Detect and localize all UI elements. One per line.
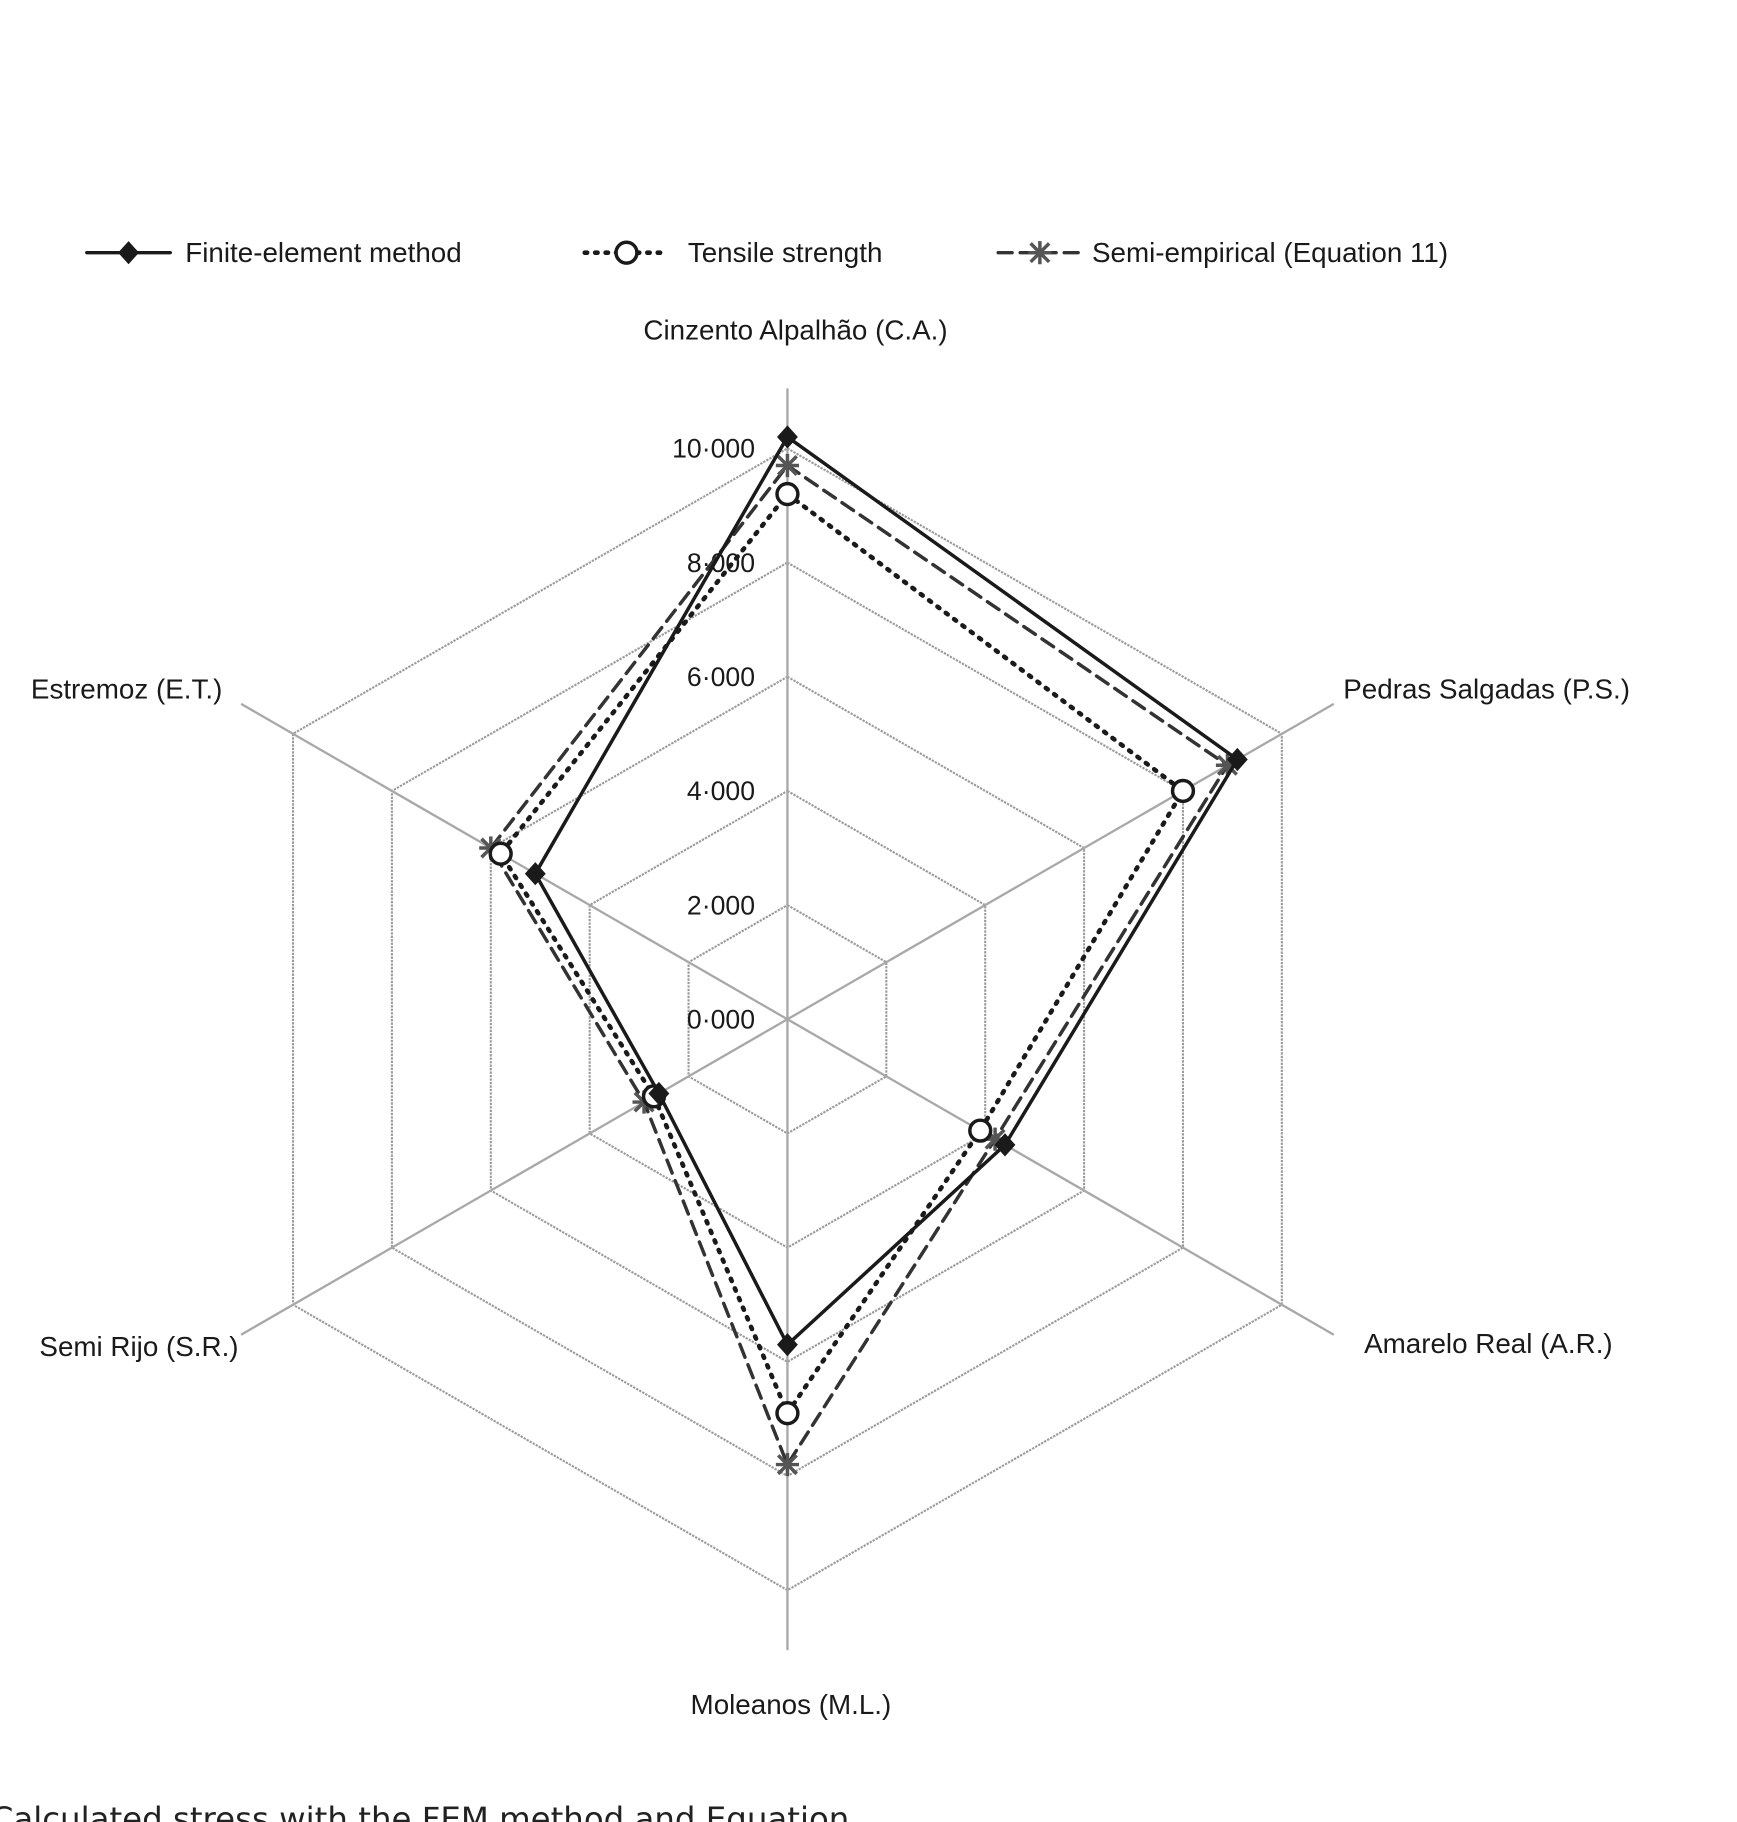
category-label: Amarelo Real (A.R.) xyxy=(1364,1328,1613,1359)
diamond-marker xyxy=(524,862,546,886)
circle-marker xyxy=(775,1401,800,1426)
series-dotted xyxy=(488,481,1196,1426)
diamond-marker xyxy=(994,1133,1016,1157)
series-line xyxy=(488,463,1230,1469)
circle-marker xyxy=(1170,778,1196,804)
legend-label: Tensile strength xyxy=(688,237,883,268)
legend-item: Tensile strength xyxy=(582,237,883,268)
legend-label: Finite-element method xyxy=(185,237,461,268)
axis-line xyxy=(240,1018,789,1336)
category-labels: Cinzento Alpalhão (C.A.) Pedras Salgadas … xyxy=(31,315,1630,1721)
series-line xyxy=(497,490,1187,1419)
circle-marker xyxy=(968,1118,993,1143)
category-label: Pedras Salgadas (P.S.) xyxy=(1343,674,1630,705)
radial-tick-label: 0·000 xyxy=(687,1005,755,1035)
axis-line xyxy=(240,702,789,1021)
category-label: Cinzento Alpalhão (C.A.) xyxy=(643,315,947,346)
legend-item: Finite-element method xyxy=(85,237,462,268)
radar-axes xyxy=(240,388,1335,1651)
diamond-marker xyxy=(777,1333,798,1357)
circle-marker xyxy=(614,240,639,265)
legend-label: Semi-empirical (Equation 11) xyxy=(1092,237,1448,268)
circle-marker xyxy=(488,841,513,866)
series-line xyxy=(533,434,1240,1348)
star-marker xyxy=(775,453,800,478)
category-label: Moleanos (M.L.) xyxy=(691,1689,892,1720)
legend: Finite-element method Tensile strength Sem… xyxy=(85,237,1448,268)
axis-line xyxy=(786,702,1335,1021)
radial-tick-label: 6·000 xyxy=(687,662,755,692)
radial-tick-label: 4·000 xyxy=(687,776,755,806)
data-series xyxy=(479,425,1248,1477)
radial-tick-label: 2·000 xyxy=(687,890,755,920)
star-marker xyxy=(775,1452,800,1477)
figure-caption: Calculated stress with the FEM method an… xyxy=(0,1800,849,1822)
category-label: Semi Rijo (S.R.) xyxy=(39,1331,238,1362)
diamond-marker xyxy=(118,241,139,265)
series-dashed xyxy=(479,453,1240,1477)
star-marker xyxy=(1028,241,1052,265)
radial-tick-label: 10·000 xyxy=(672,434,755,464)
series-solid xyxy=(524,425,1248,1357)
legend-item: Semi-empirical (Equation 11) xyxy=(996,237,1448,268)
diamond-marker xyxy=(777,425,798,449)
category-label: Estremoz (E.T.) xyxy=(31,674,222,705)
axis-line xyxy=(786,1018,1335,1336)
circle-marker xyxy=(775,481,800,507)
